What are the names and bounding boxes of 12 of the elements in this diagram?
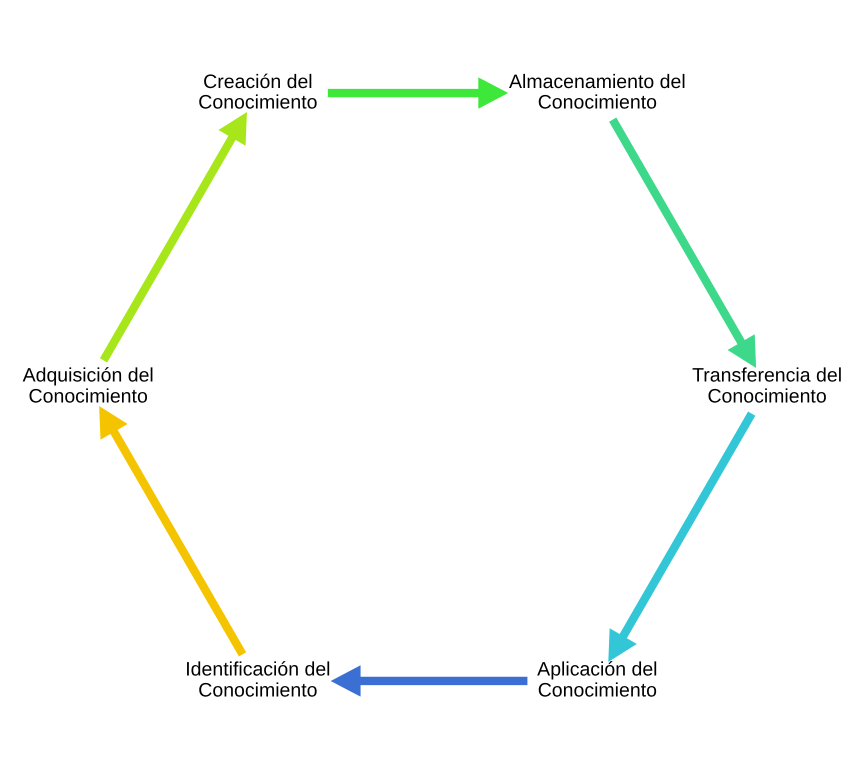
- node-text: Identificación del Conocimiento: [185, 658, 331, 702]
- arrow: [609, 118, 756, 368]
- node-text: Adquisición del Conocimiento: [22, 364, 154, 408]
- node-text: Aplicación del Conocimiento: [537, 658, 658, 702]
- node-text: Creación del Conocimiento: [198, 70, 318, 114]
- arrow: [99, 406, 246, 656]
- arrow: [608, 412, 756, 662]
- arrow: [330, 665, 528, 697]
- node-text: Almacenamiento del Conocimiento: [509, 70, 686, 114]
- arrow: [100, 112, 247, 362]
- arrow: [328, 77, 508, 109]
- node-text: Transferencia del Conocimiento: [692, 364, 842, 408]
